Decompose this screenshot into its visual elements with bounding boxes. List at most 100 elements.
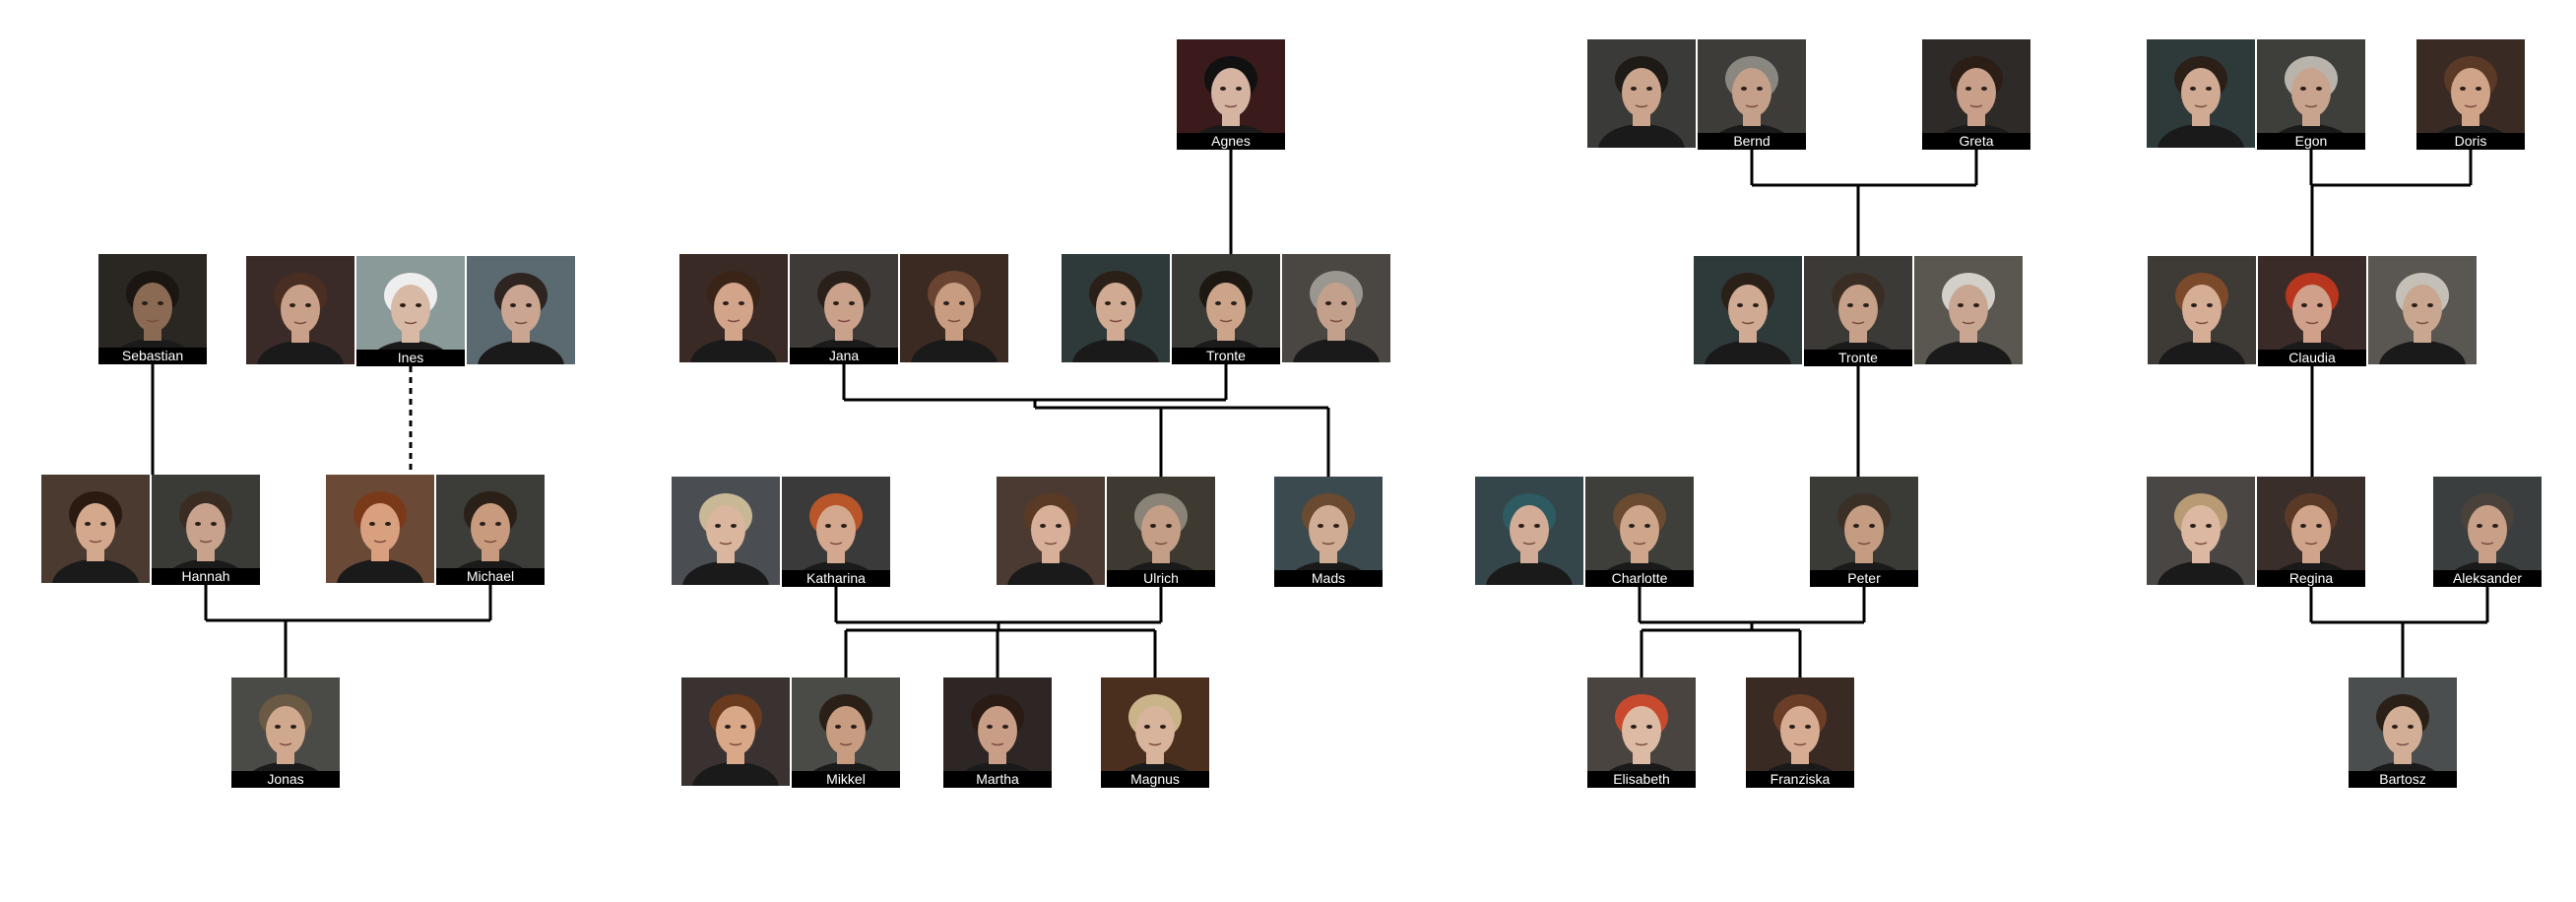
person-name-label: Elisabeth [1587, 771, 1696, 788]
portrait-photo [1914, 256, 2023, 364]
person-katharina-photo-1 [672, 477, 780, 585]
portrait-photo [356, 256, 465, 364]
person-ines-photo-3 [467, 256, 575, 364]
person-name-label: Ulrich [1107, 570, 1215, 587]
person-name-label: Sebastian [98, 348, 207, 364]
person-hannah-photo-2: Hannah [152, 475, 260, 585]
portrait-photo [681, 677, 790, 786]
person-egon-photo-1 [2147, 39, 2255, 148]
portrait-photo [782, 477, 890, 585]
portrait-photo [152, 475, 260, 583]
person-name-label: Peter [1810, 570, 1918, 587]
portrait-photo [1101, 677, 1209, 786]
portrait-photo [1810, 477, 1918, 585]
person-jana-photo-1 [679, 254, 788, 362]
portrait-photo [2257, 39, 2365, 148]
person-tronte2-photo-3 [1914, 256, 2023, 364]
person-tronte2-photo-1 [1694, 256, 1802, 364]
portrait-photo [2147, 39, 2255, 148]
person-elisabeth: Elisabeth [1587, 677, 1696, 788]
person-agnes: Agnes [1177, 39, 1285, 150]
portrait-photo [436, 475, 545, 583]
portrait-photo [98, 254, 207, 362]
person-mads: Mads [1274, 477, 1383, 587]
portrait-photo [679, 254, 788, 362]
person-hannah-photo-1 [41, 475, 150, 583]
person-name-label: Michael [436, 568, 545, 585]
person-name-label: Greta [1922, 133, 2030, 150]
person-mikkel-photo-1 [681, 677, 790, 786]
portrait-photo [2349, 677, 2457, 786]
person-ines-photo-1 [246, 256, 354, 364]
portrait-photo [2416, 39, 2525, 148]
person-name-label: Jonas [231, 771, 340, 788]
portrait-photo [467, 256, 575, 364]
portrait-photo [1107, 477, 1215, 585]
person-name-label: Tronte [1804, 350, 1912, 366]
person-name-label: Bernd [1698, 133, 1806, 150]
person-jana-photo-3 [900, 254, 1008, 362]
person-regina-photo-2: Regina [2257, 477, 2365, 587]
portrait-photo [1587, 39, 1696, 148]
person-name-label: Magnus [1101, 771, 1209, 788]
portrait-photo [1172, 254, 1280, 362]
person-martha: Martha [943, 677, 1052, 788]
person-name-label: Jana [790, 348, 898, 364]
portrait-photo [1062, 254, 1170, 362]
person-egon-photo-2: Egon [2257, 39, 2365, 150]
portrait-photo [2147, 477, 2255, 585]
portrait-photo [1922, 39, 2030, 148]
person-name-label: Agnes [1177, 133, 1285, 150]
person-name-label: Ines [356, 350, 465, 366]
person-bernd-photo-2: Bernd [1698, 39, 1806, 150]
portrait-photo [790, 254, 898, 362]
portrait-photo [672, 477, 780, 585]
person-name-label: Egon [2257, 133, 2365, 150]
person-peter: Peter [1810, 477, 1918, 587]
person-michael-photo-2: Michael [436, 475, 545, 585]
person-name-label: Aleksander [2433, 570, 2542, 587]
portrait-photo [2258, 256, 2366, 364]
person-charlotte-photo-2: Charlotte [1585, 477, 1694, 587]
person-tronte1-photo-3 [1282, 254, 1390, 362]
person-claudia-photo-1 [2148, 256, 2256, 364]
person-katharina-photo-2: Katharina [782, 477, 890, 587]
person-name-label: Katharina [782, 570, 890, 587]
person-charlotte-photo-1 [1475, 477, 1583, 585]
person-tronte1-photo-1 [1062, 254, 1170, 362]
portrait-photo [1587, 677, 1696, 786]
portrait-photo [1804, 256, 1912, 364]
person-name-label: Mikkel [792, 771, 900, 788]
person-name-label: Martha [943, 771, 1052, 788]
portrait-photo [2433, 477, 2542, 585]
person-ulrich-photo-2: Ulrich [1107, 477, 1215, 587]
portrait-photo [943, 677, 1052, 786]
portrait-photo [1475, 477, 1583, 585]
portrait-photo [326, 475, 434, 583]
person-greta: Greta [1922, 39, 2030, 150]
portrait-photo [1274, 477, 1383, 585]
person-ines-photo-2: Ines [356, 256, 465, 366]
person-michael-photo-1 [326, 475, 434, 583]
person-name-label: Doris [2416, 133, 2525, 150]
person-name-label: Tronte [1172, 348, 1280, 364]
portrait-photo [2148, 256, 2256, 364]
person-magnus: Magnus [1101, 677, 1209, 788]
person-sebastian: Sebastian [98, 254, 207, 364]
person-ulrich-photo-1 [997, 477, 1105, 585]
person-claudia-photo-2: Claudia [2258, 256, 2366, 366]
portrait-photo [41, 475, 150, 583]
portrait-photo [1177, 39, 1285, 148]
portrait-photo [246, 256, 354, 364]
portrait-photo [1585, 477, 1694, 585]
person-tronte1-photo-2: Tronte [1172, 254, 1280, 364]
person-name-label: Bartosz [2349, 771, 2457, 788]
person-name-label: Hannah [152, 568, 260, 585]
person-regina-photo-1 [2147, 477, 2255, 585]
person-name-label: Charlotte [1585, 570, 1694, 587]
person-name-label: Franziska [1746, 771, 1854, 788]
person-name-label: Mads [1274, 570, 1383, 587]
portrait-photo [900, 254, 1008, 362]
portrait-photo [1694, 256, 1802, 364]
